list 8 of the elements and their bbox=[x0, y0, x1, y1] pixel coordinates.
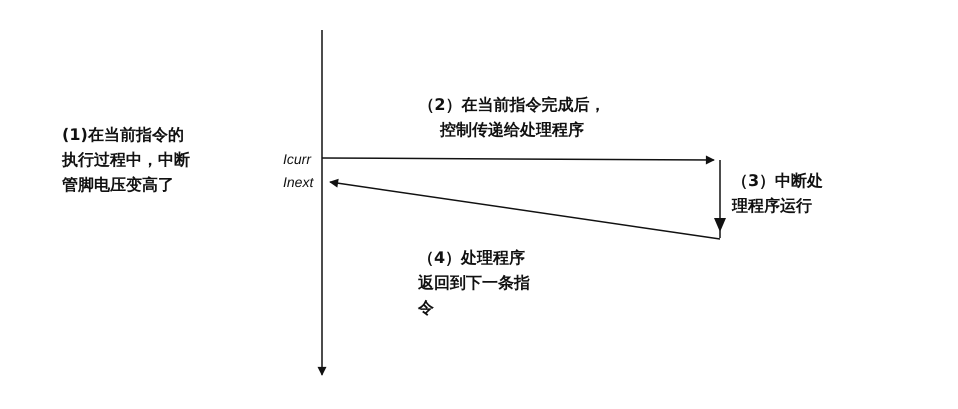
note-text: (1)在当前指令的执行过程中，中断管脚电压变高了 bbox=[62, 124, 191, 196]
edge-label: （2）在当前指令完成后，控制传递给处理程序 bbox=[417, 94, 607, 141]
edge-label: （4）处理程序返回到下一条指令 bbox=[418, 247, 531, 319]
arrow bbox=[322, 155, 715, 164]
step-note: （3）中断处理程序运行 bbox=[732, 170, 824, 217]
arrow bbox=[329, 178, 720, 240]
instruction-label: Icurr bbox=[283, 150, 321, 168]
instruction-label: Inext bbox=[283, 173, 317, 191]
